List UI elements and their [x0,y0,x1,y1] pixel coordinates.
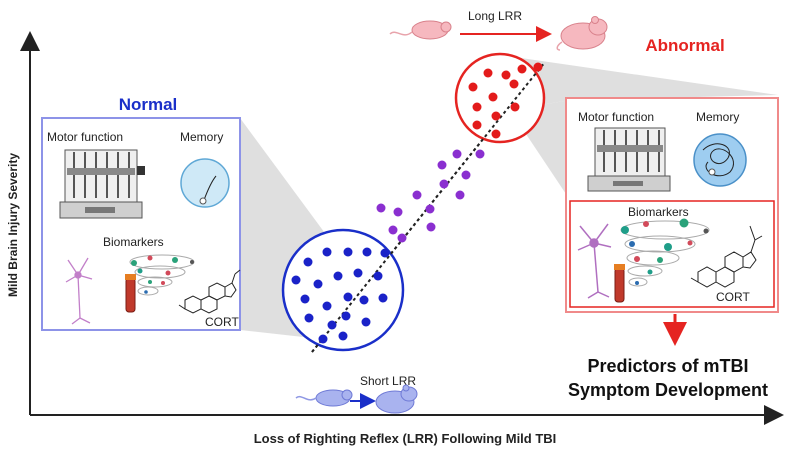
data-point [361,317,371,327]
long-lrr-label: Long LRR [468,9,522,23]
short-lrr-label: Short LRR [360,374,416,388]
abnormal-biomarker-subpanel [569,200,775,308]
abnormal-biomarkers-label: Biomarkers [628,205,689,219]
normal-motor-label: Motor function [47,130,123,144]
rotarod-icon [59,149,145,219]
data-point [509,79,519,89]
abnormal-memory-label: Memory [696,110,739,124]
predictors-line1: Predictors of mTBI [587,356,748,376]
data-point [455,190,465,200]
data-point [291,275,301,285]
water-maze-icon [693,133,747,187]
water-maze-icon [180,158,230,208]
intermediate-dots [376,149,485,243]
data-point [452,149,462,159]
rat-blue-small-icon [295,389,353,407]
data-point [491,129,501,139]
abnormal-cort-label: CORT [716,290,750,304]
data-point [488,92,498,102]
normal-dots [291,247,390,344]
normal-memory-label: Memory [180,130,223,144]
data-point [378,293,388,303]
data-point [313,279,323,289]
data-point [461,170,471,180]
data-point [517,64,527,74]
neuron-icon [65,257,93,325]
data-point [333,271,343,281]
data-point [425,204,435,214]
data-point [380,248,390,258]
data-point [510,102,520,112]
y-axis-label: Mild Brain Injury Severity [6,153,20,297]
data-point [439,179,449,189]
normal-title: Normal [119,95,178,114]
data-point [304,313,314,323]
blood-tube-icon [125,274,136,313]
data-point [491,111,501,121]
biomarker-swirl-icon [620,218,710,287]
rat-pink-large-icon [556,16,608,51]
abnormal-dots [468,62,543,139]
data-point [362,247,372,257]
rat-blue-large-icon [375,384,418,414]
data-point [376,203,386,213]
data-point [322,247,332,257]
data-point [341,311,351,321]
cortisol-structure-icon [178,269,241,314]
data-point [468,82,478,92]
data-point [412,190,422,200]
neuron-icon [577,223,612,299]
data-point [303,257,313,267]
data-point [501,70,511,80]
abnormal-title: Abnormal [645,36,724,55]
data-point [359,295,369,305]
data-point [343,247,353,257]
data-point [373,271,383,281]
normal-cort-label: CORT [205,315,239,329]
data-point [338,331,348,341]
data-point [472,102,482,112]
data-point [300,294,310,304]
data-point [318,334,328,344]
data-point [437,160,447,170]
biomarker-swirl-icon [129,254,195,296]
blood-tube-icon [614,264,625,303]
rotarod-icon [587,127,671,192]
abnormal-zoom-circle [454,52,546,144]
data-point [472,120,482,130]
cortisol-structure-icon [690,225,763,288]
data-point [533,62,543,72]
rat-pink-small-icon [389,20,452,40]
data-point [353,268,363,278]
data-point [426,222,436,232]
data-point [475,149,485,159]
x-axis-label: Loss of Righting Reflex (LRR) Following … [254,431,557,446]
data-point [397,233,407,243]
predictors-line2: Symptom Development [568,380,768,400]
data-point [327,320,337,330]
abnormal-zoom-cone-lower [500,100,570,200]
data-point [388,225,398,235]
data-point [343,292,353,302]
normal-biomarkers-label: Biomarkers [103,235,164,249]
abnormal-motor-label: Motor function [578,110,654,124]
data-point [322,301,332,311]
data-point [393,207,403,217]
data-point [483,68,493,78]
